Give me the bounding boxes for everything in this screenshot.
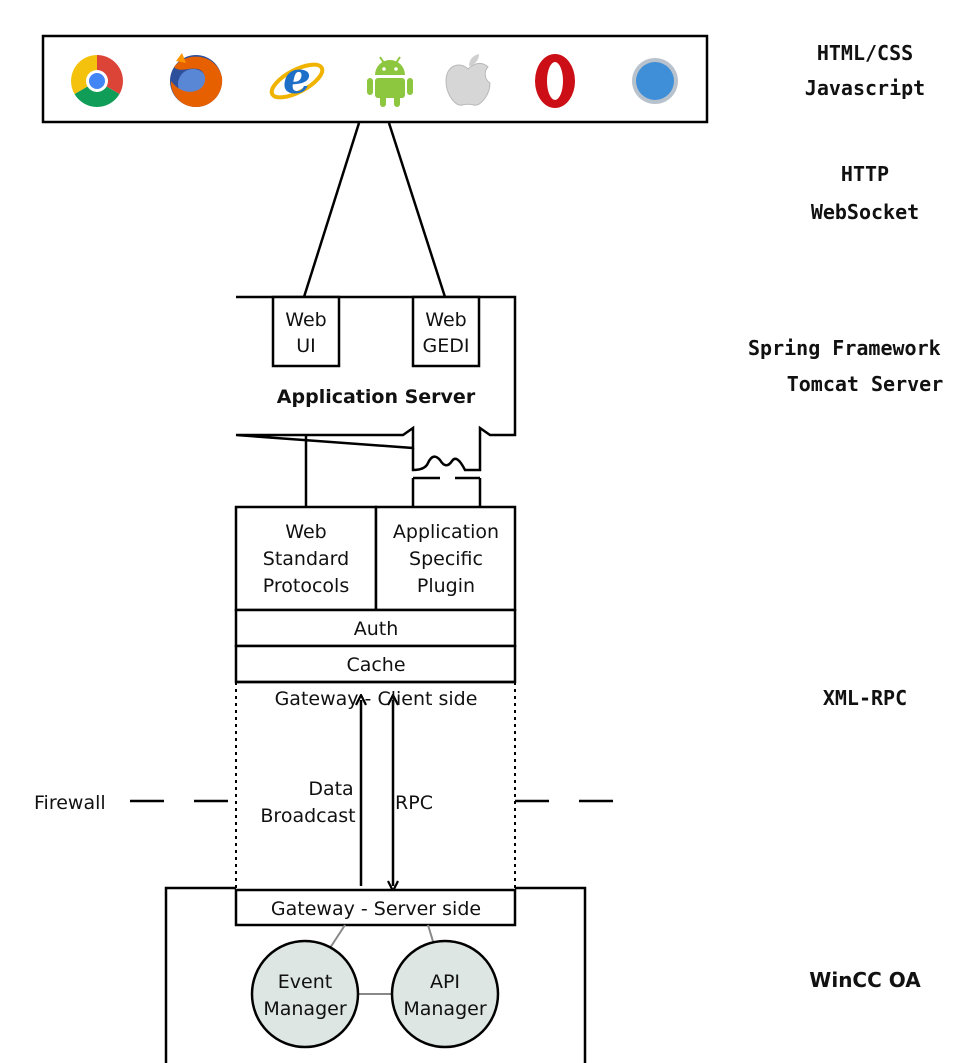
wincc-oa-enclosure: [164, 886, 587, 1063]
app-specific-line1: Application: [393, 521, 499, 543]
data-label: Data: [308, 778, 353, 800]
layer-transport-line2: WebSocket: [811, 200, 919, 224]
firewall-label: Firewall: [34, 792, 106, 814]
event-manager-line2: Manager: [263, 998, 346, 1020]
svg-text:e: e: [283, 53, 311, 104]
broadcast-label: Broadcast: [260, 805, 355, 827]
web-gedi-label-line2: GEDI: [423, 335, 470, 357]
event-manager-line1: Event: [278, 971, 332, 993]
web-ui-label-line2: UI: [296, 335, 316, 357]
layer-protocol-line1: XML-RPC: [823, 686, 907, 710]
cache-label: Cache: [346, 654, 405, 676]
android-icon: [367, 56, 413, 107]
safari-icon: [632, 58, 678, 104]
application-specific-plugin-box: [374, 505, 517, 612]
web-ui-box: [271, 295, 341, 368]
app-specific-line2: Specific: [409, 548, 483, 570]
connector-line: [302, 122, 361, 298]
event-manager-circle: [250, 939, 360, 1049]
plugin-socket: [411, 448, 482, 472]
gateway-client-label: Gateway - Client side: [275, 688, 478, 710]
layer-transport-line1: HTTP: [841, 162, 889, 186]
apple-icon: [445, 54, 491, 106]
browser-bar: [41, 34, 709, 124]
layer-backend-line1: WinCC OA: [809, 968, 921, 992]
web-standard-line2: Standard: [263, 548, 349, 570]
layer-server-line2: Tomcat Server: [787, 372, 944, 396]
gateway-server-box: [234, 888, 517, 927]
rpc-label: RPC: [395, 792, 433, 814]
application-server-title: Application Server: [277, 386, 476, 408]
manager-link: [329, 924, 346, 949]
app-specific-line3: Plugin: [417, 575, 475, 597]
internet-explorer-icon: e: [269, 53, 325, 104]
auth-label: Auth: [354, 618, 399, 640]
layer-server-line1: Spring Framework: [748, 336, 941, 360]
chrome-icon: [71, 55, 123, 107]
web-standard-line1: Web: [285, 521, 326, 543]
web-gedi-label-line1: Web: [425, 309, 466, 331]
layer-client-line1: HTML/CSS: [817, 41, 913, 65]
connector-line: [387, 122, 447, 298]
api-manager-line2: Manager: [403, 998, 486, 1020]
opera-icon: [535, 54, 575, 108]
gateway-server-label: Gateway - Server side: [271, 898, 481, 920]
layer-client-line2: Javascript: [805, 76, 925, 100]
api-manager-circle: [390, 939, 500, 1049]
web-standard-line3: Protocols: [263, 575, 349, 597]
firefox-icon: [170, 53, 223, 107]
api-manager-line1: API: [430, 971, 460, 993]
web-gedi-box: [411, 295, 481, 368]
web-ui-label-line1: Web: [285, 309, 326, 331]
plugin-connector: [411, 476, 482, 507]
